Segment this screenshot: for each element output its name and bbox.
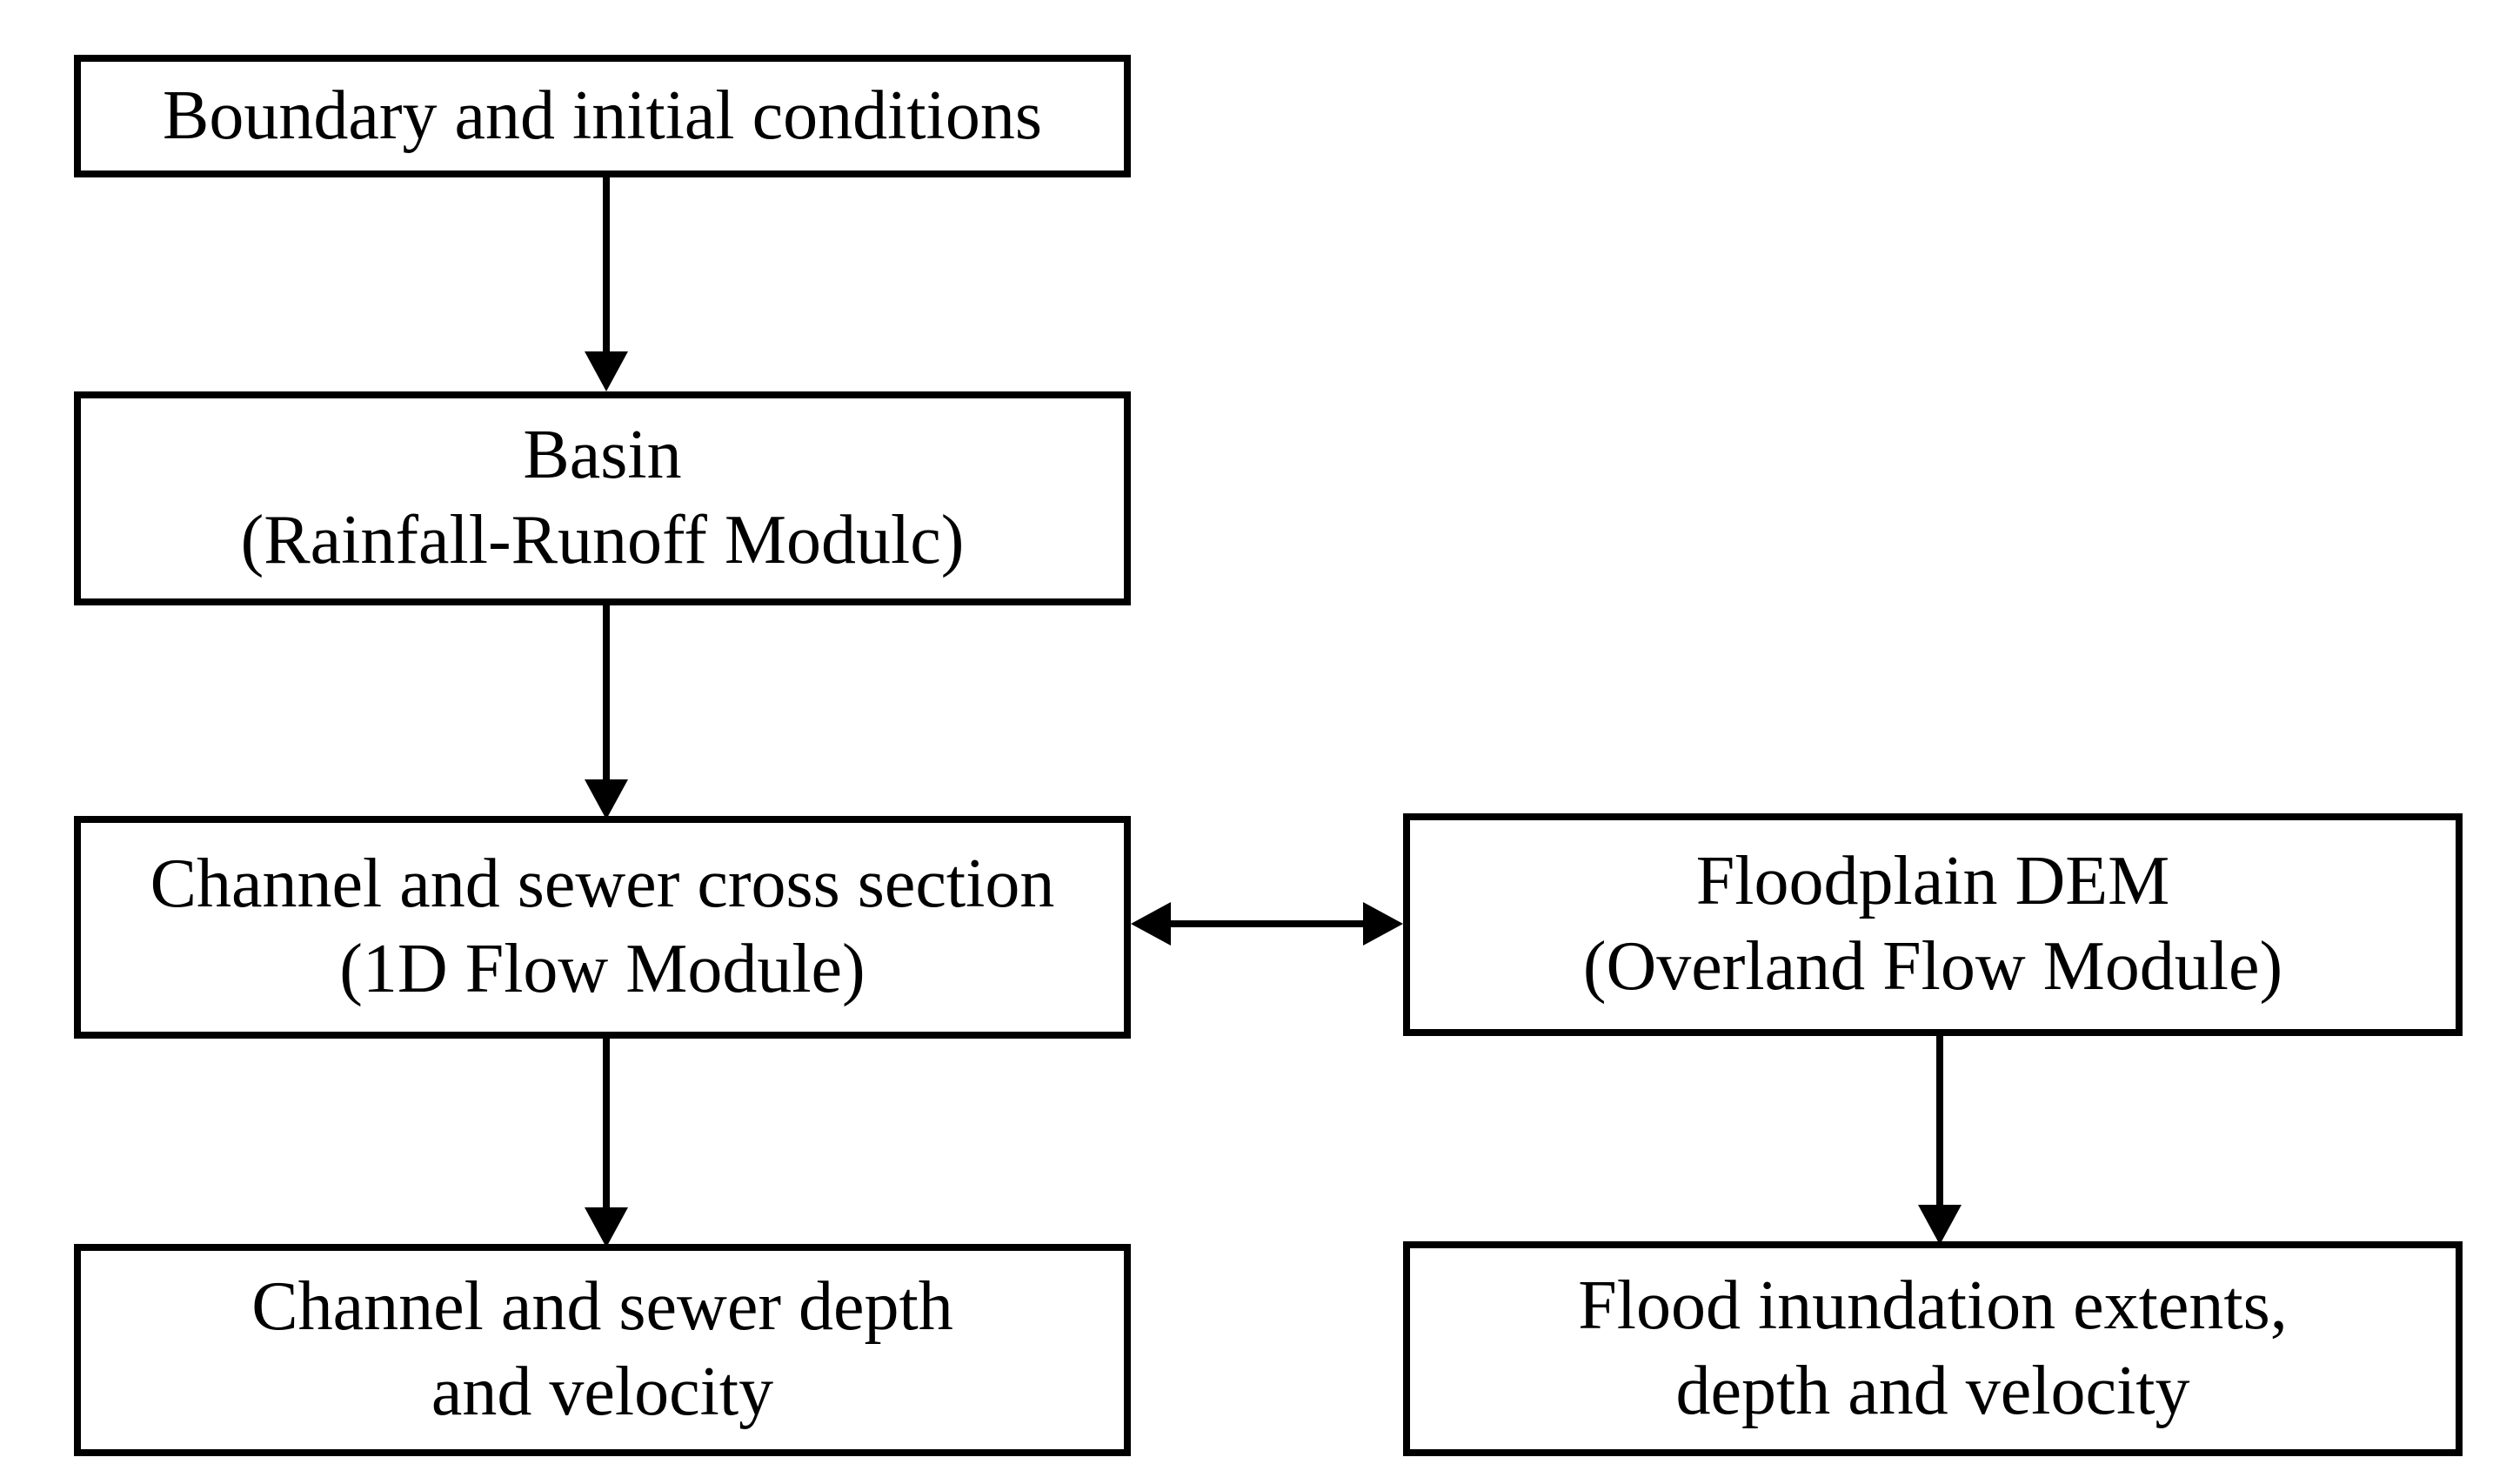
node-label-line: (Overland Flow Module) xyxy=(1582,928,2283,1005)
node-channel-sewer-cross-section: Channel and sewer cross section (1D Flow… xyxy=(74,816,1131,1039)
node-label-line: Floodplain DEM xyxy=(1695,843,2170,920)
arrowhead-down-icon xyxy=(1918,1205,1962,1245)
arrow-shaft xyxy=(1169,920,1365,927)
node-label-line: and velocity xyxy=(431,1354,774,1430)
node-channel-sewer-depth-velocity: Channel and sewer depth and velocity xyxy=(74,1244,1131,1456)
node-label-line: Basin xyxy=(523,417,682,494)
node-label-line: Channel and sewer depth xyxy=(251,1268,953,1346)
arrow-shaft xyxy=(603,1035,610,1207)
node-basin-rainfall-runoff-module: Basin (Rainfall-Runoff Modulc) xyxy=(74,391,1131,605)
node-floodplain-dem-overland-flow-module: Floodplain DEM (Overland Flow Module) xyxy=(1403,813,2463,1036)
node-boundary-initial-conditions: Boundary and initial conditions xyxy=(74,55,1131,177)
node-label-line: (1D Flow Module) xyxy=(339,931,866,1007)
arrowhead-right-icon xyxy=(1363,902,1403,946)
node-label-line: Channel and sewer cross section xyxy=(150,846,1055,923)
node-label-line: Flood inundation extents, xyxy=(1578,1267,2288,1344)
arrow-shaft xyxy=(603,602,610,779)
arrow-shaft xyxy=(1936,1033,1943,1205)
node-flood-inundation-extents-depth-velocity: Flood inundation extents, depth and velo… xyxy=(1403,1241,2463,1456)
arrow-shaft xyxy=(603,174,610,351)
arrowhead-down-icon xyxy=(585,1207,628,1247)
node-label-line: Boundary and initial conditions xyxy=(163,77,1042,154)
arrowhead-down-icon xyxy=(585,351,628,391)
node-label-line: (Rainfall-Runoff Modulc) xyxy=(240,502,965,578)
arrowhead-down-icon xyxy=(585,779,628,819)
node-label-line: depth and velocity xyxy=(1675,1352,2190,1429)
arrowhead-left-icon xyxy=(1131,902,1171,946)
